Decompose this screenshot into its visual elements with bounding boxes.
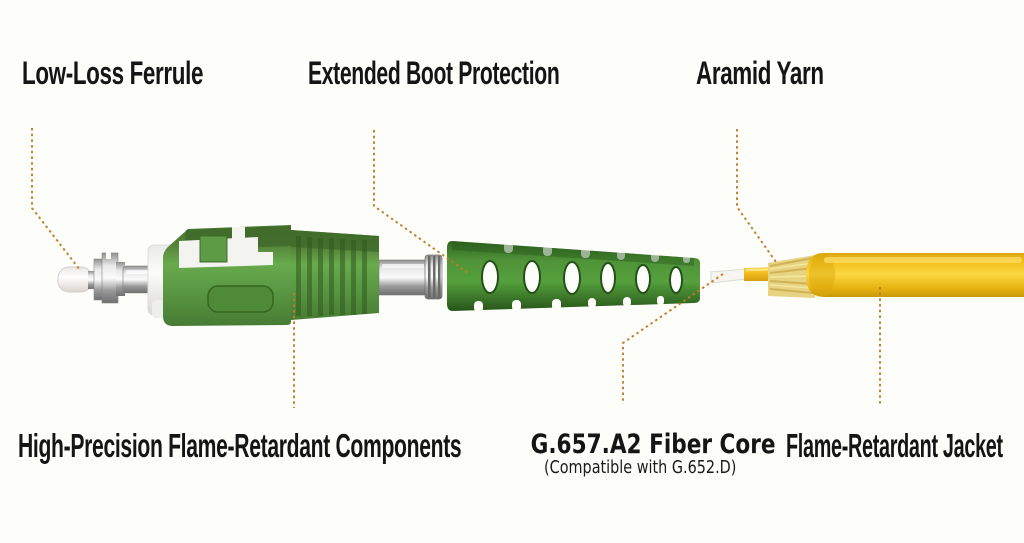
label-fiber-core-compatibility: (Compatible with G.652.D) xyxy=(500,457,780,478)
leader-fiber-core xyxy=(622,273,724,404)
ribbed-rear xyxy=(291,230,379,320)
ferrule xyxy=(57,266,93,293)
label-extended-boot-protection: Extended Boot Protection xyxy=(308,55,689,91)
leader-ferrule xyxy=(31,128,81,271)
label-fiber-core-text: G.657.A2 Fiber Core xyxy=(530,429,776,460)
label-aramid-yarn: Aramid Yarn xyxy=(696,55,878,91)
label-low-loss-ferrule: Low-Loss Ferrule xyxy=(22,55,281,91)
label-fiber-core-compatibility-text: (Compatible with G.652.D) xyxy=(543,457,737,478)
label-low-loss-ferrule-text: Low-Loss Ferrule xyxy=(22,55,204,91)
leader-yarn xyxy=(736,129,777,263)
label-fiber-core: G.657.A2 Fiber Core xyxy=(500,429,780,460)
label-flame-retardant-jacket: Flame-Retardant Jacket xyxy=(786,427,1024,464)
label-flame-retardant-components: High-Precision Flame-Retardant Component… xyxy=(18,427,711,464)
strain-relief-boot xyxy=(447,241,700,312)
boot-top-shade xyxy=(452,241,694,266)
label-aramid-yarn-text: Aramid Yarn xyxy=(696,55,824,91)
cable-jacket xyxy=(806,253,1024,297)
aramid-yarn xyxy=(768,255,815,298)
jacket-end-cap xyxy=(809,253,835,297)
fiber-core xyxy=(710,268,747,284)
crimp-barrel xyxy=(378,254,443,300)
leader-boot xyxy=(373,130,469,274)
label-extended-boot-protection-text: Extended Boot Protection xyxy=(308,55,560,91)
metal-flange xyxy=(88,252,125,304)
latch-tab xyxy=(199,235,228,263)
label-flame-retardant-jacket-text: Flame-Retardant Jacket xyxy=(786,427,1003,464)
label-flame-retardant-components-text: High-Precision Flame-Retardant Component… xyxy=(18,427,462,464)
sc-connector-body xyxy=(163,225,379,326)
side-key xyxy=(207,285,274,313)
